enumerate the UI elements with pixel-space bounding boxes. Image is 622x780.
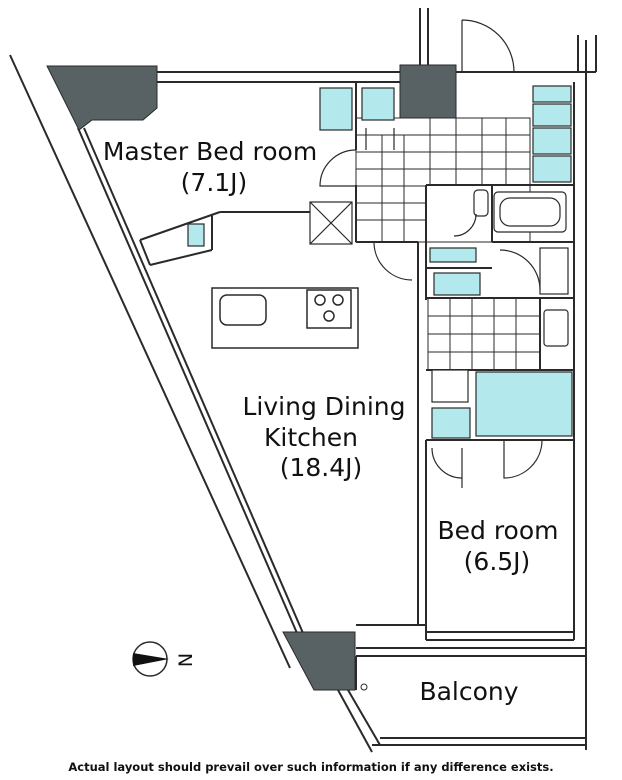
washbasin-counter — [433, 272, 481, 296]
column-bottom — [282, 631, 356, 691]
shoe-cabinet — [319, 87, 353, 131]
fridge — [431, 369, 469, 403]
column-top-center — [399, 64, 457, 119]
door-swings — [319, 19, 543, 488]
bedroom-size: (6.5J) — [464, 547, 531, 576]
storage-right-4 — [532, 155, 572, 183]
balcony-label: Balcony — [419, 677, 518, 706]
compass-north-letter: N — [175, 653, 197, 667]
storage-right-2 — [532, 103, 572, 127]
ldk-storage — [431, 407, 471, 439]
floor-plan: Master Bed room (7.1J) Living Dining Kit… — [9, 8, 597, 753]
shower-area — [539, 247, 569, 295]
ldk-size: (18.4J) — [280, 453, 363, 482]
storage-right-1 — [532, 85, 572, 103]
master-bedroom-label: Master Bed room — [103, 137, 317, 166]
bedroom-closet — [475, 371, 573, 437]
toilet-shelf — [429, 247, 477, 263]
bedroom-small-shelf — [187, 223, 205, 247]
bedroom-label: Bed room — [437, 516, 558, 545]
stove — [306, 289, 352, 329]
toilet — [473, 189, 489, 217]
ldk-label-line1: Living Dining — [243, 392, 406, 421]
balcony-drain — [360, 683, 368, 691]
column-top-left — [46, 65, 158, 131]
compass: N — [132, 641, 197, 677]
storage-right-3 — [532, 127, 572, 155]
compass-needle-icon — [133, 653, 169, 666]
washing-machine — [543, 309, 569, 347]
sink — [219, 294, 267, 326]
kitchen-island — [211, 287, 359, 349]
closet-shelf — [361, 87, 395, 121]
washroom-tile-grid — [427, 297, 541, 371]
master-bedroom-size: (7.1J) — [181, 168, 248, 197]
bathroom — [309, 189, 569, 403]
structural-columns — [46, 64, 457, 691]
exterior-walls — [9, 8, 597, 753]
ldk-label-line2: Kitchen — [264, 423, 358, 452]
disclaimer-text: Actual layout should prevail over such i… — [68, 760, 554, 774]
entrance-tile-grid — [355, 117, 531, 243]
fixtures — [187, 85, 573, 439]
